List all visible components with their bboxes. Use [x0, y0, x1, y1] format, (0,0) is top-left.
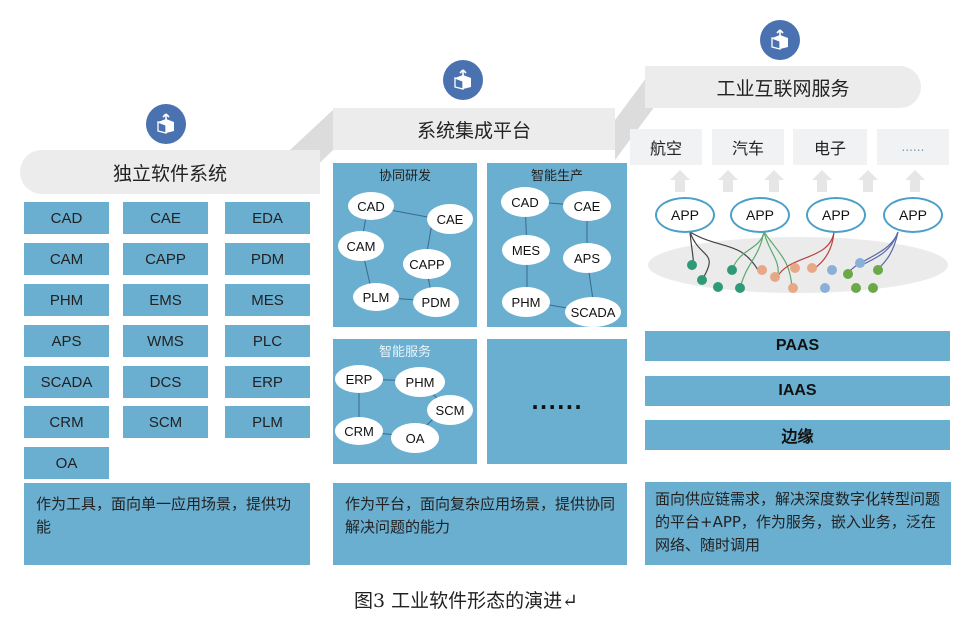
- stage-3-description: 面向供应链需求，解决深度数字化转型问题的平台+APP，作为服务，嵌入业务，泛在网…: [645, 482, 951, 565]
- figure-caption: 图3 工业软件形态的演进↵: [354, 590, 579, 612]
- node-pdm: PDM: [413, 287, 459, 317]
- group-panel-smart-production: 智能生产 CAD CAE MES APS PHM SCADA: [487, 163, 627, 327]
- module-tile-phm: PHM: [24, 284, 109, 316]
- stage-2-box-upload-icon: [443, 60, 483, 100]
- stage-2-description: 作为平台，面向复杂应用场景，提供协同解决问题的能力: [333, 483, 627, 565]
- industry-label: ......: [901, 140, 925, 154]
- module-tile-pdm: PDM: [225, 243, 310, 275]
- module-tile-cae: CAE: [123, 202, 208, 234]
- group-title: 智能服务: [378, 345, 431, 360]
- app-node: APP: [655, 197, 715, 233]
- node-cae: CAE: [427, 204, 473, 234]
- module-tile-eda: EDA: [225, 202, 310, 234]
- industry-aviation: 航空: [630, 129, 702, 165]
- industry-label: 航空: [649, 139, 682, 158]
- industry-more: ......: [877, 129, 949, 165]
- app-node: APP: [730, 197, 790, 233]
- node-oa: OA: [391, 423, 439, 453]
- module-tile-oa: OA: [24, 447, 109, 479]
- app-ecosystem-graphic: [648, 170, 948, 293]
- node-aps: APS: [563, 243, 611, 273]
- node-capp: CAPP: [403, 249, 451, 279]
- module-tile-mes: MES: [225, 284, 310, 316]
- app-node: APP: [883, 197, 943, 233]
- up-arrow-icon: [905, 170, 925, 192]
- node-cad: CAD: [348, 192, 394, 220]
- node-phm: PHM: [395, 367, 445, 397]
- stage-2-title-bar: 系统集成平台: [333, 108, 615, 150]
- node-cad: CAD: [501, 187, 549, 217]
- module-tile-aps: APS: [24, 325, 109, 357]
- stage-1-title: 独立软件系统: [112, 162, 227, 185]
- module-tile-plm: PLM: [225, 406, 310, 438]
- stage-3-description-text: 面向供应链需求，解决深度数字化转型问题的平台+APP，作为服务，嵌入业务，泛在网…: [655, 490, 941, 554]
- group-title: 协同研发: [378, 169, 431, 184]
- stage-1-title-bar: 独立软件系统: [20, 150, 320, 194]
- layer-iaas: IAAS: [645, 376, 950, 406]
- node-cae: CAE: [563, 191, 611, 221]
- module-tile-ems: EMS: [123, 284, 208, 316]
- up-arrow-icon: [718, 170, 738, 192]
- stage-3-box-upload-icon: [760, 20, 800, 60]
- up-arrow-icon: [764, 170, 784, 192]
- group-panel-smart-service: 智能服务 ERP PHM SCM CRM OA: [333, 339, 477, 464]
- node-erp: ERP: [335, 365, 383, 393]
- node-scada: SCADA: [565, 297, 621, 327]
- module-tile-scada: SCADA: [24, 366, 109, 398]
- upward-arrows: [670, 170, 925, 192]
- industry-electronics: 电子: [793, 129, 867, 165]
- layer-paas: PAAS: [645, 331, 950, 361]
- node-plm: PLM: [353, 283, 399, 311]
- app-node: APP: [806, 197, 866, 233]
- group-title: 智能生产: [530, 169, 583, 184]
- stage-3-title: 工业互联网服务: [716, 77, 850, 100]
- stage-2-description-text: 作为平台，面向复杂应用场景，提供协同解决问题的能力: [345, 495, 616, 536]
- module-tile-plc: PLC: [225, 325, 310, 357]
- up-arrow-icon: [812, 170, 832, 192]
- group-panel-collab-rd: 协同研发 CAD CAE CAM CAPP PLM PDM: [333, 163, 477, 327]
- group-panel-more: ......: [487, 339, 627, 464]
- module-tile-dcs: DCS: [123, 366, 208, 398]
- module-tile-erp: ERP: [225, 366, 310, 398]
- stage-3-title-bar: 工业互联网服务: [645, 66, 921, 108]
- industry-label: 汽车: [731, 139, 764, 158]
- node-phm: PHM: [502, 287, 550, 317]
- node-scm: SCM: [427, 395, 473, 425]
- module-tile-cam: CAM: [24, 243, 109, 275]
- layer-edge: 边缘: [645, 420, 950, 450]
- node-mes: MES: [502, 235, 550, 265]
- stage-2-title: 系统集成平台: [416, 119, 531, 142]
- node-cam: CAM: [338, 231, 384, 261]
- node-crm: CRM: [335, 417, 383, 445]
- stage-1-description-text: 作为工具，面向单一应用场景，提供功能: [36, 495, 292, 536]
- service-dots: [687, 258, 883, 293]
- up-arrow-icon: [858, 170, 878, 192]
- module-tile-capp: CAPP: [123, 243, 208, 275]
- industry-label: 电子: [813, 139, 846, 158]
- module-tile-scm: SCM: [123, 406, 208, 438]
- module-tile-cad: CAD: [24, 202, 109, 234]
- module-tile-wms: WMS: [123, 325, 208, 357]
- industry-automotive: 汽车: [712, 129, 784, 165]
- stage-1-box-upload-icon: [146, 104, 186, 144]
- more-ellipsis: ......: [531, 389, 583, 414]
- stage-1-description: 作为工具，面向单一应用场景，提供功能: [24, 483, 310, 565]
- module-tile-crm: CRM: [24, 406, 109, 438]
- up-arrow-icon: [670, 170, 690, 192]
